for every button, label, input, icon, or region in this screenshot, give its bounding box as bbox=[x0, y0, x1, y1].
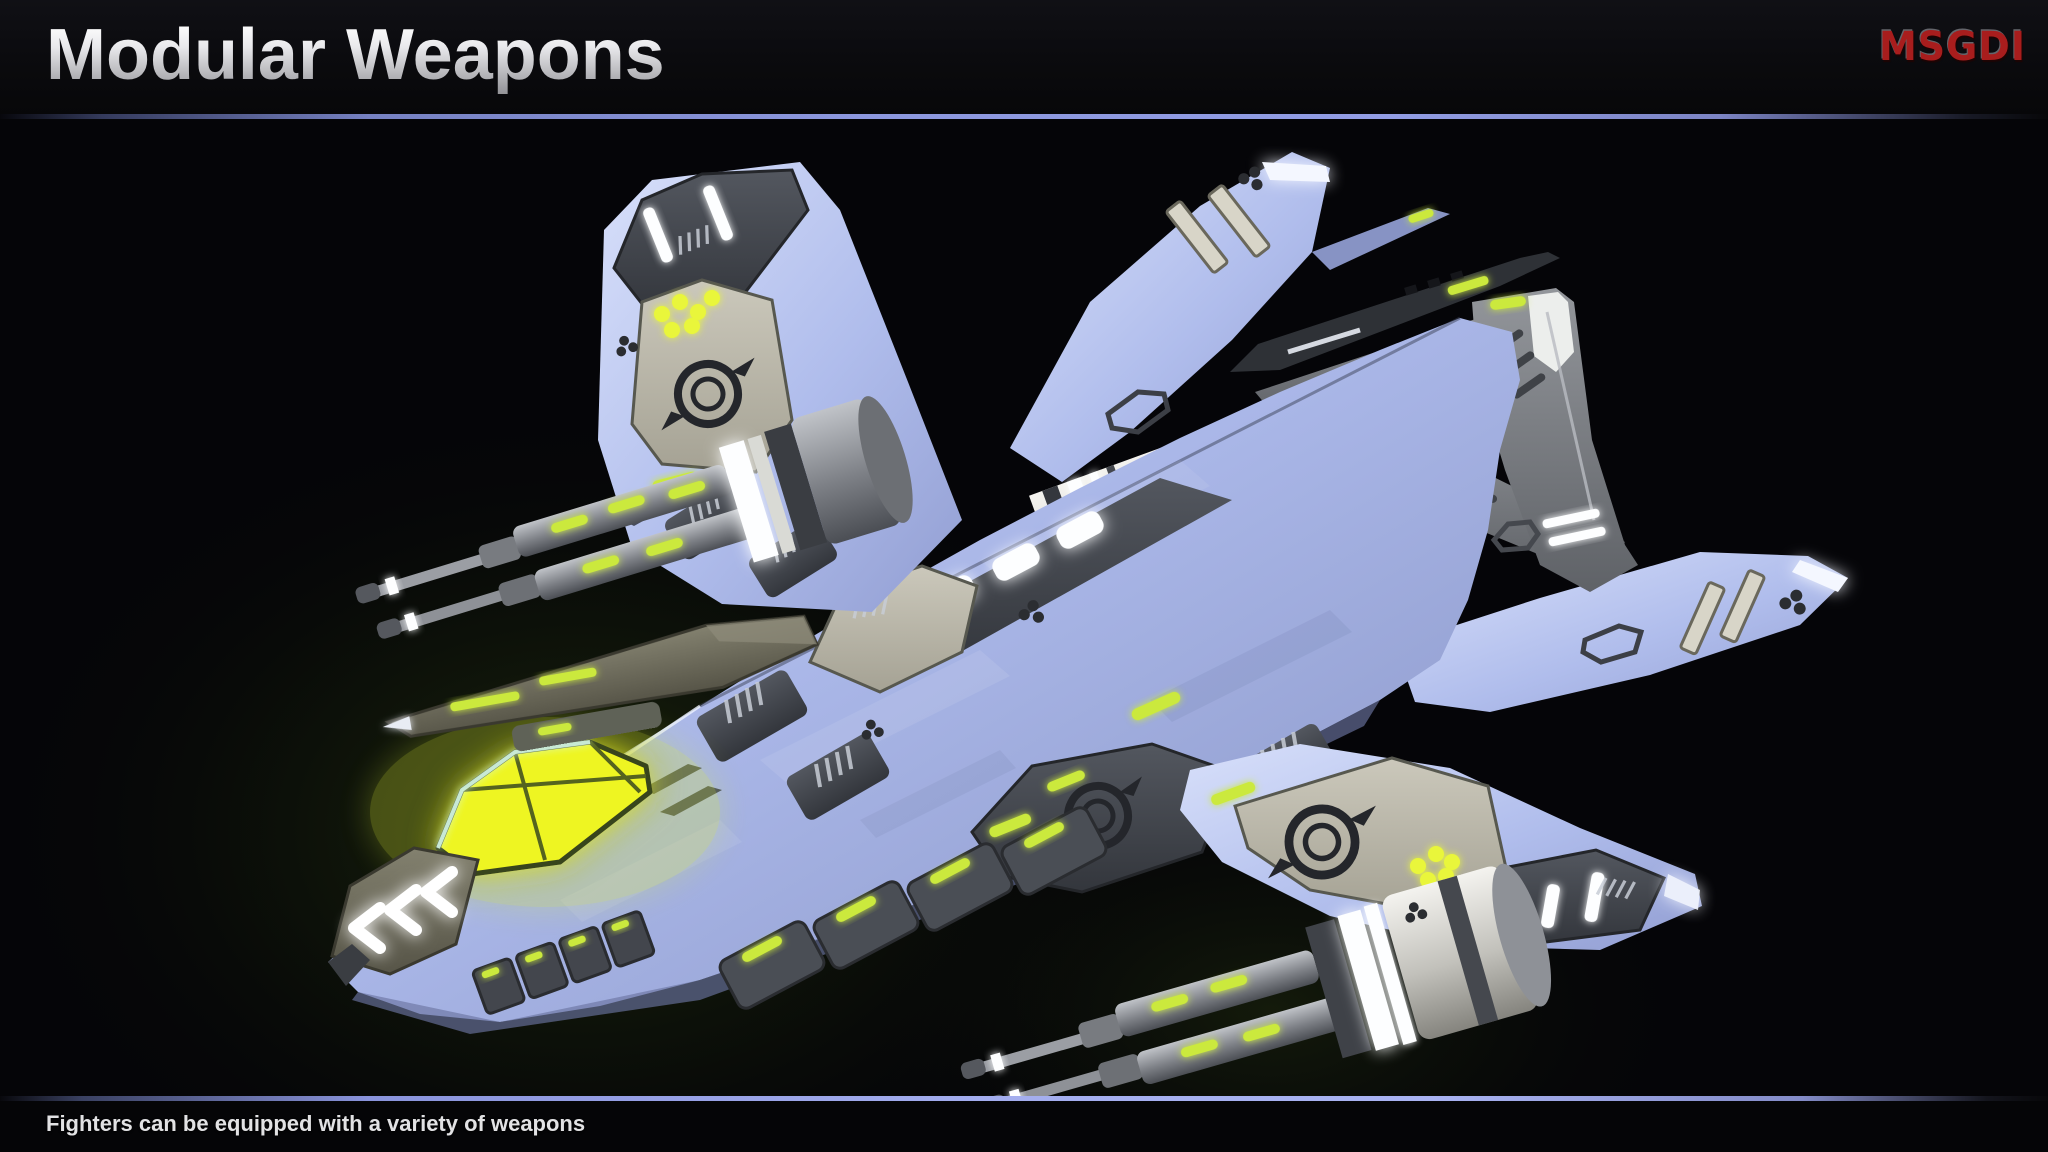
page-title: Modular Weapons bbox=[46, 15, 665, 95]
right-gun-pod bbox=[960, 863, 1552, 1115]
caption-bar: Fighters can be equipped with a variety … bbox=[0, 1101, 2048, 1152]
nose-hardpoints bbox=[471, 910, 656, 1015]
right-wing bbox=[1395, 552, 1848, 712]
top-right-wing bbox=[1010, 152, 1450, 482]
footer-divider bbox=[0, 1096, 2048, 1101]
left-gun-pod bbox=[355, 396, 913, 639]
antenna-blade bbox=[1230, 252, 1560, 372]
render-viewport bbox=[0, 119, 2048, 1152]
glow-dots bbox=[654, 290, 720, 338]
caption-text: Fighters can be equipped with a variety … bbox=[46, 1111, 586, 1136]
header-divider bbox=[0, 114, 2048, 119]
left-missile-launcher bbox=[382, 614, 820, 752]
nose-chevrons bbox=[328, 846, 480, 986]
msgdi-logo: MSGDI bbox=[1878, 22, 2026, 70]
title-bar: Modular Weapons MSGDI bbox=[0, 0, 2048, 115]
fighter-ship bbox=[328, 152, 1848, 1115]
belly-weapon-pods bbox=[718, 806, 1108, 1010]
